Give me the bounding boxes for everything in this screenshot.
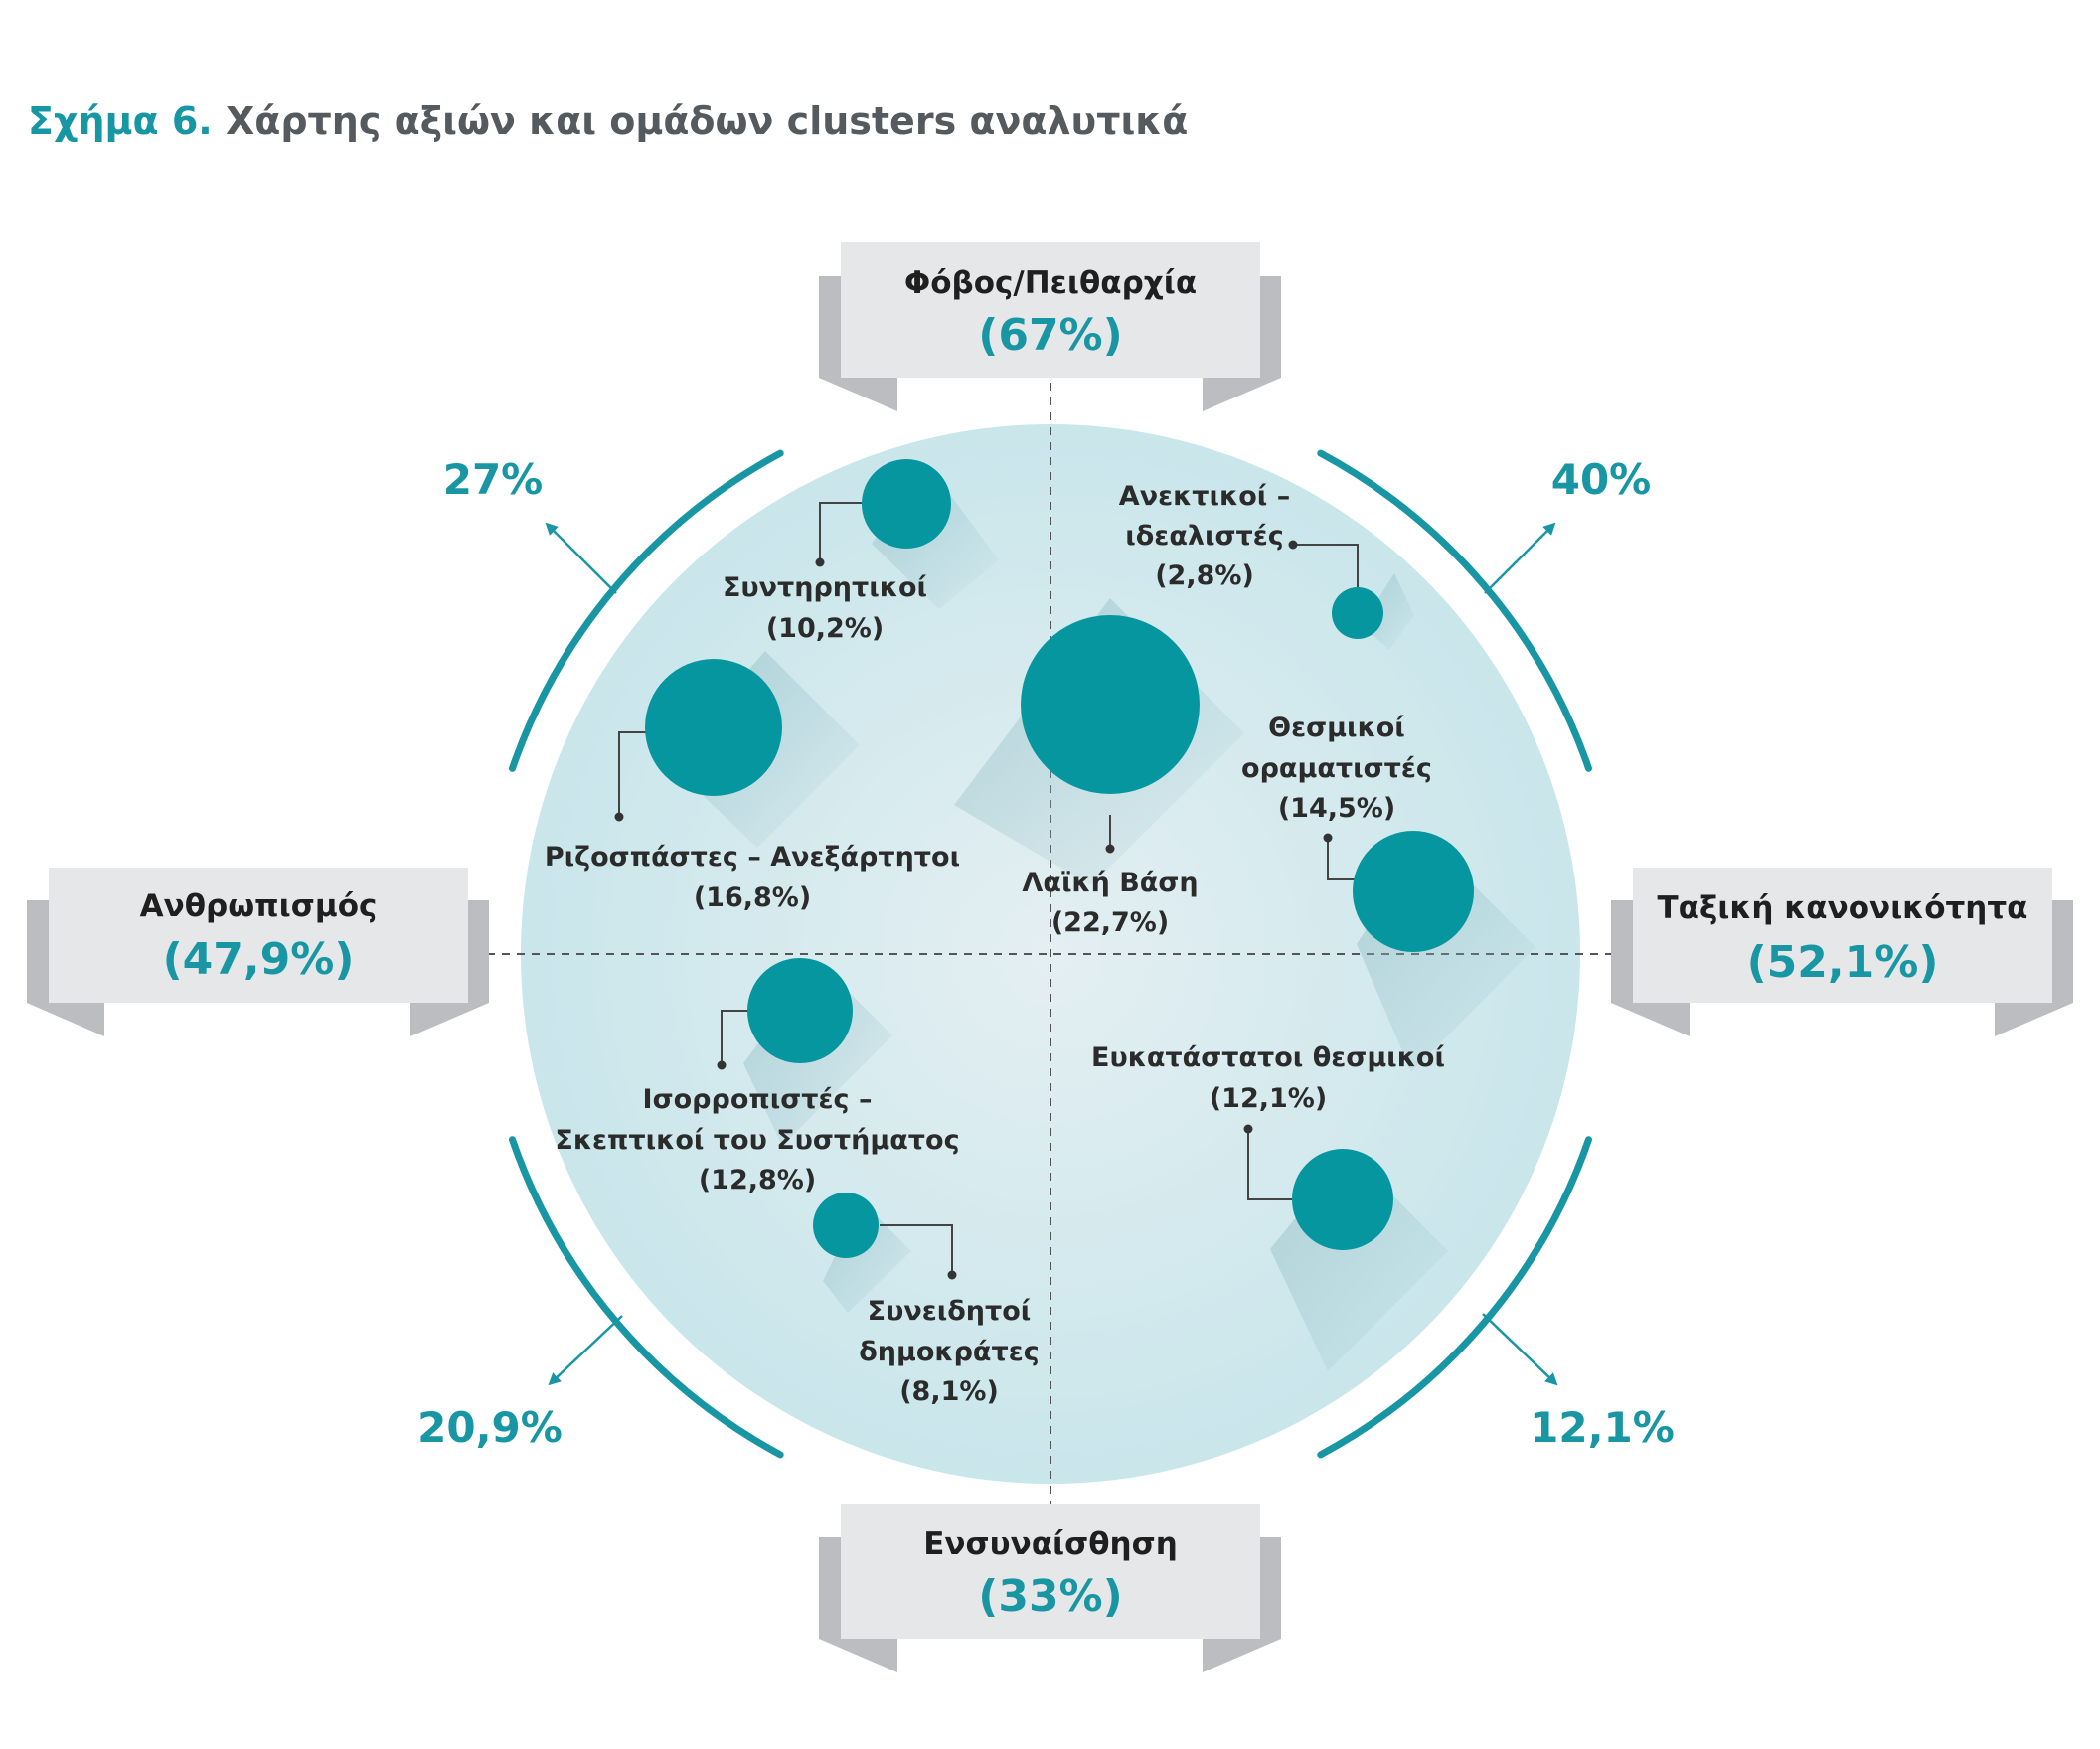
quadrant-top-right-pct: 40% xyxy=(1551,455,1652,504)
axis-box-top: Φόβος/Πειθαρχία (67%) xyxy=(819,242,1281,411)
label-thesmikoi-line1: Θεσμικοί xyxy=(1268,713,1405,743)
label-aniktikoi-line1: Ανεκτικοί – xyxy=(1119,481,1290,512)
bubble-aniktikoi xyxy=(1332,587,1383,639)
axis-left-label: Ανθρωπισμός xyxy=(140,888,378,924)
label-eukatastatoi-name: Ευκατάστατοι θεσμικοί xyxy=(1091,1042,1445,1073)
figure-title: Σχήμα 6. Χάρτης αξιών και ομάδων cluster… xyxy=(28,99,1188,143)
quadrant-arrows xyxy=(545,522,1558,1386)
axis-top-label: Φόβος/Πειθαρχία xyxy=(904,265,1197,301)
axis-bottom-value: (33%) xyxy=(978,1571,1123,1622)
leader-syneiditoi xyxy=(880,1224,953,1273)
leader-syntiritikoi xyxy=(819,502,862,559)
label-syntiritikoi-name: Συντηρητικοί xyxy=(723,572,927,603)
axis-top-value: (67%) xyxy=(978,310,1123,361)
axis-box-bottom: Ενσυναίσθηση (33%) xyxy=(819,1504,1281,1672)
label-laiki-share: (22,7%) xyxy=(1051,907,1169,938)
arrow-bottom-left xyxy=(548,1315,623,1386)
leader-lines xyxy=(618,502,1359,1273)
leader-aniktikoi xyxy=(1293,544,1359,590)
label-aniktikoi-line2: ιδεαλιστές xyxy=(1125,521,1284,552)
bubble-isorropistes xyxy=(747,958,853,1063)
label-rizospastes-share: (16,8%) xyxy=(694,882,811,913)
axis-box-left: Ανθρωπισμός (47,9%) xyxy=(27,868,489,1036)
bubble-thesmikoi xyxy=(1353,831,1474,952)
label-syntiritikoi-share: (10,2%) xyxy=(766,613,884,644)
axis-box-right: Ταξική κανονικότητα (52,1%) xyxy=(1611,868,2073,1036)
quadrant-top-left-pct: 27% xyxy=(443,455,544,504)
leader-isorropistes xyxy=(721,1010,749,1063)
quadrant-bottom-left-pct: 20,9% xyxy=(417,1403,563,1452)
label-syneiditoi-line2: δημοκράτες xyxy=(859,1337,1040,1367)
figure-number: Σχήμα 6. xyxy=(28,99,213,143)
bubble-syneiditoi xyxy=(813,1192,879,1258)
arc-top-right xyxy=(1317,449,1592,772)
label-isorropistes-line2: Σκεπτικοί του Συστήματος xyxy=(555,1125,959,1156)
quadrant-bottom-right-pct: 12,1% xyxy=(1530,1403,1675,1452)
bubble-eukatastatoi xyxy=(1292,1149,1393,1250)
axis-right-value: (52,1%) xyxy=(1747,937,1939,988)
arrow-bottom-right xyxy=(1482,1313,1558,1386)
axis-left-value: (47,9%) xyxy=(163,934,355,985)
bubble-syntiritikoi xyxy=(862,459,951,549)
leader-eukatastatoi xyxy=(1247,1129,1292,1200)
axis-bottom-label: Ενσυναίσθηση xyxy=(923,1526,1178,1562)
figure-title-text: Χάρτης αξιών και ομάδων clusters αναλυτι… xyxy=(225,99,1189,143)
label-thesmikoi-share: (14,5%) xyxy=(1278,793,1395,824)
label-isorropistes-share: (12,8%) xyxy=(699,1165,816,1195)
label-syneiditoi-line1: Συνειδητοί xyxy=(868,1296,1032,1327)
dashed-axes xyxy=(487,383,1612,1525)
cluster-bubbles xyxy=(645,459,1474,1258)
quadrant-percentages: 27% 40% 20,9% 12,1% xyxy=(417,455,1675,1452)
label-syneiditoi-share: (8,1%) xyxy=(899,1376,999,1407)
cluster-labels: Συντηρητικοί (10,2%) Ανεκτικοί – ιδεαλισ… xyxy=(545,481,1445,1407)
axis-right-label: Ταξική κανονικότητα xyxy=(1658,890,2028,926)
leader-dots xyxy=(614,540,1333,1280)
leader-rizospastes xyxy=(618,731,648,815)
label-isorropistes-line1: Ισορροπιστές – xyxy=(643,1084,873,1115)
leader-thesmikoi xyxy=(1327,838,1357,880)
label-aniktikoi-share: (2,8%) xyxy=(1155,560,1254,591)
label-rizospastes-name: Ριζοσπάστες – Ανεξάρτητοι xyxy=(545,842,960,873)
label-eukatastatoi-share: (12,1%) xyxy=(1210,1083,1327,1114)
arrow-top-left xyxy=(545,522,617,594)
arrow-top-right xyxy=(1484,522,1556,594)
bubble-rizospastes xyxy=(645,659,782,796)
label-thesmikoi-line2: οραματιστές xyxy=(1241,753,1432,784)
bubble-laiki xyxy=(1021,615,1200,794)
arc-bottom-right xyxy=(1317,1136,1592,1459)
arc-top-left xyxy=(509,449,784,772)
label-laiki-name: Λαϊκή Βάση xyxy=(1022,868,1198,898)
